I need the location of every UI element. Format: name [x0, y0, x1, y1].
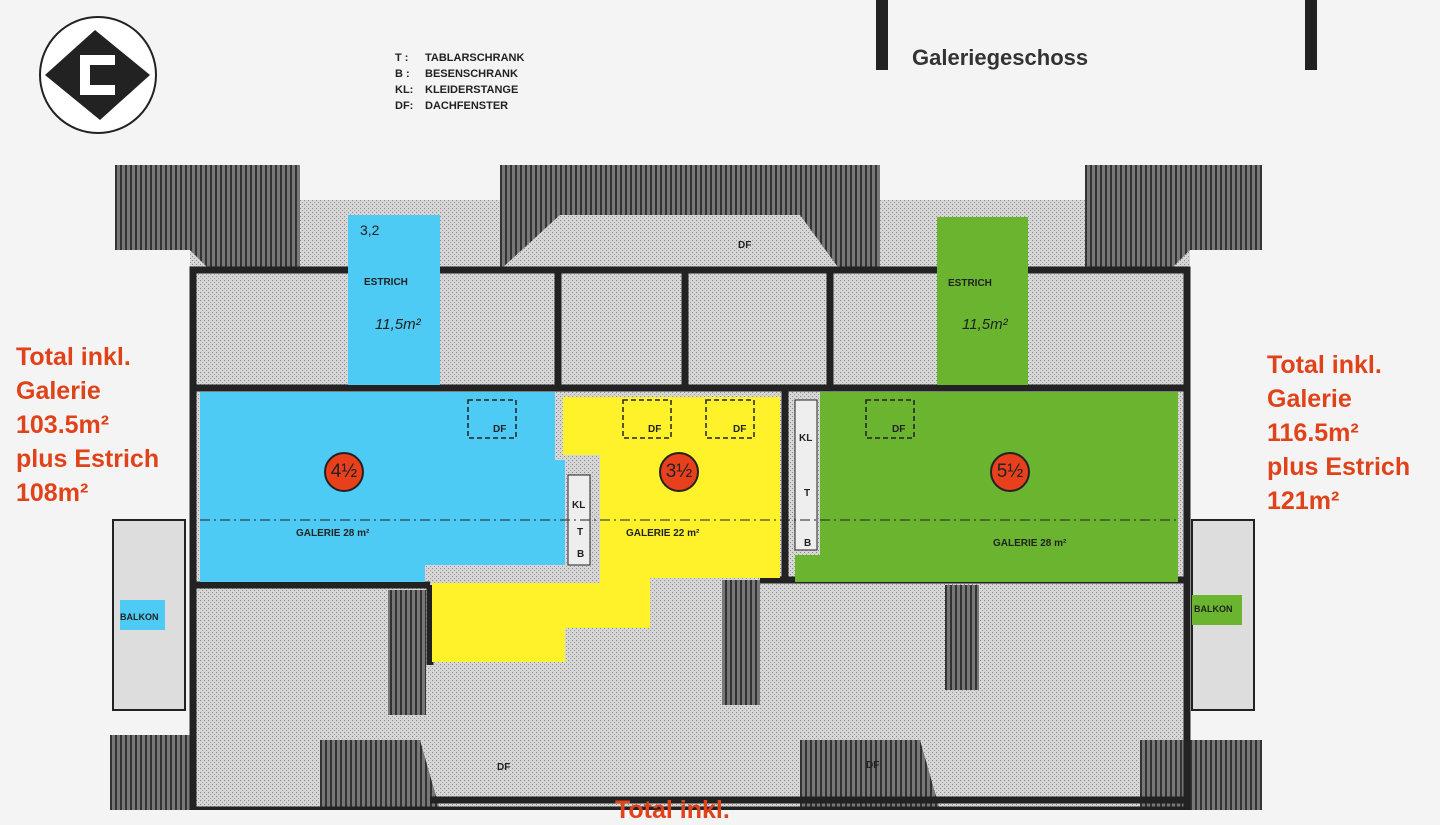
stairs	[388, 580, 979, 715]
estrich-label: ESTRICH	[364, 277, 408, 288]
unit-4-5-galerie	[200, 392, 565, 582]
legend-item: B :BESENSCHRANK	[395, 68, 518, 80]
b-label: B	[577, 549, 585, 560]
df-label: DF	[892, 424, 906, 435]
df-label: DF	[493, 424, 507, 435]
balkon-label: BALKON	[120, 612, 159, 622]
df-label: DF	[497, 762, 511, 773]
df-label: DF	[648, 424, 662, 435]
df-label: DF	[733, 424, 747, 435]
galerie-label: GALERIE 22 m²	[626, 528, 700, 539]
galerie-label: GALERIE 28 m²	[993, 538, 1067, 549]
unit-badge: 5½	[990, 452, 1030, 492]
unit-5-5-galerie	[795, 392, 1178, 582]
roof-windows	[467, 399, 915, 439]
estrich-label: ESTRICH	[948, 278, 992, 289]
estrich-area: 11,5m²	[375, 316, 421, 333]
t-label: T	[804, 488, 811, 499]
kl-label: KL	[572, 500, 586, 511]
estrich-4-5	[348, 215, 440, 385]
galerie-label: GALERIE 28 m²	[296, 528, 370, 539]
bottom-summary: Total inkl.	[615, 796, 730, 824]
legend-item: T :TABLARSCHRANK	[395, 52, 525, 64]
estrich-note: 3,2	[360, 222, 380, 238]
legend: T :TABLARSCHRANK B :BESENSCHRANK KL:KLEI…	[395, 50, 524, 114]
unit-badge: 3½	[659, 452, 699, 492]
b-label: B	[804, 538, 812, 549]
df-label: DF	[738, 240, 752, 251]
kl-label: KL	[799, 433, 813, 444]
walls	[189, 266, 1191, 810]
df-label: DF	[866, 760, 880, 771]
roof-segments	[110, 165, 1262, 810]
estrich-5-5	[937, 217, 1028, 385]
logo	[39, 16, 157, 134]
page-title: Galeriegeschoss	[912, 45, 1089, 70]
legend-item: KL:KLEIDERSTANGE	[395, 84, 519, 96]
balkon-label: BALKON	[1194, 604, 1233, 614]
estrich-area: 11,5m²	[962, 316, 1008, 333]
unit-badge: 4½	[324, 452, 364, 492]
legend-item: DF:DACHFENSTER	[395, 100, 509, 112]
t-label: T	[577, 527, 584, 538]
